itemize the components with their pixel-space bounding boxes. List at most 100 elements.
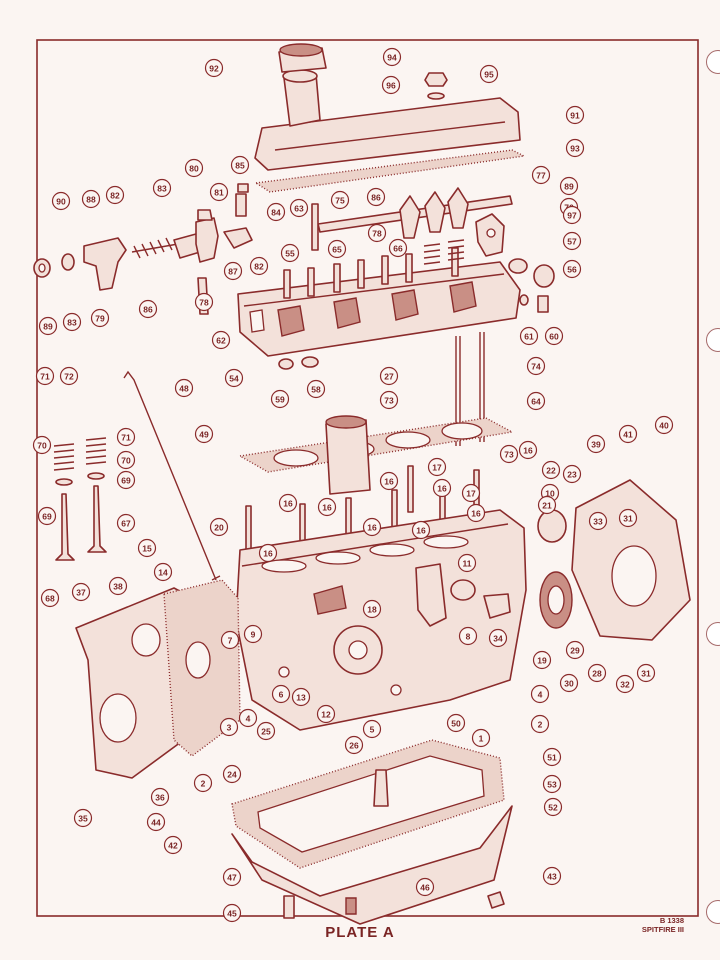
rocker-cover bbox=[254, 43, 521, 171]
part-callout: 14 bbox=[153, 562, 173, 582]
part-callout: 24 bbox=[222, 764, 242, 784]
callout-number: 83 bbox=[67, 318, 77, 328]
part-callout: 70 bbox=[32, 435, 52, 455]
part-callout: 27 bbox=[379, 366, 399, 386]
callout-number: 37 bbox=[76, 588, 86, 598]
callout-circle bbox=[317, 497, 337, 517]
part-callout: 43 bbox=[542, 866, 562, 886]
callout-number: 57 bbox=[567, 237, 577, 247]
rear-plate bbox=[537, 479, 691, 641]
callout-number: 66 bbox=[393, 244, 403, 254]
callout-number: 16 bbox=[283, 499, 293, 509]
callout-number: 61 bbox=[524, 332, 534, 342]
callout-circle bbox=[618, 424, 638, 444]
callout-number: 64 bbox=[531, 397, 541, 407]
part-callout: 38 bbox=[108, 576, 128, 596]
part-callout: 53 bbox=[542, 774, 562, 794]
callout-circle bbox=[362, 719, 382, 739]
callout-circle bbox=[559, 673, 579, 693]
part-callout: 16 bbox=[432, 478, 452, 498]
part-callout: 52 bbox=[543, 797, 563, 817]
callout-circle bbox=[116, 513, 136, 533]
callout-circle bbox=[146, 812, 166, 832]
callout-circle bbox=[382, 47, 402, 67]
callout-circle bbox=[499, 444, 519, 464]
part-callout: 49 bbox=[194, 424, 214, 444]
callout-circle bbox=[116, 470, 136, 490]
callout-circle bbox=[150, 787, 170, 807]
part-callout: 13 bbox=[291, 687, 311, 707]
part-callout: 35 bbox=[73, 808, 93, 828]
callout-circle bbox=[562, 259, 582, 279]
callout-circle bbox=[153, 562, 173, 582]
part-callout: 12 bbox=[316, 704, 336, 724]
callout-circle bbox=[562, 205, 582, 225]
part-callout: 48 bbox=[174, 378, 194, 398]
callout-circle bbox=[184, 158, 204, 178]
part-callout: 68 bbox=[40, 588, 60, 608]
callout-number: 59 bbox=[275, 395, 285, 405]
callout-number: 15 bbox=[142, 544, 152, 554]
callout-circle bbox=[62, 312, 82, 332]
part-callout: 25 bbox=[256, 721, 276, 741]
part-callout: 92 bbox=[204, 58, 224, 78]
callout-circle bbox=[530, 714, 550, 734]
part-callout: 89 bbox=[559, 176, 579, 196]
rocker-shaft-assembly bbox=[311, 187, 513, 257]
callout-circle bbox=[230, 155, 250, 175]
part-callout: 4 bbox=[238, 708, 258, 728]
callout-number: 17 bbox=[466, 489, 476, 499]
callout-circle bbox=[379, 390, 399, 410]
callout-number: 28 bbox=[592, 669, 602, 679]
callout-circle bbox=[137, 538, 157, 558]
part-callout: 8 bbox=[458, 626, 478, 646]
callout-number: 12 bbox=[321, 710, 331, 720]
part-callout: 16 bbox=[466, 503, 486, 523]
head-small-parts bbox=[278, 258, 555, 370]
callout-circle bbox=[526, 391, 546, 411]
callout-number: 62 bbox=[216, 336, 226, 346]
callout-circle bbox=[222, 764, 242, 784]
part-callout: 45 bbox=[222, 903, 242, 923]
callout-number: 87 bbox=[228, 267, 238, 277]
callout-number: 16 bbox=[263, 549, 273, 559]
callout-number: 90 bbox=[56, 197, 66, 207]
part-callout: 87 bbox=[223, 261, 243, 281]
front-plate bbox=[75, 579, 241, 779]
callout-number: 63 bbox=[294, 204, 304, 214]
part-callout: 20 bbox=[209, 517, 229, 537]
part-callout: 91 bbox=[565, 105, 585, 125]
part-callout: 55 bbox=[280, 243, 300, 263]
callout-circle bbox=[559, 176, 579, 196]
part-callout: 83 bbox=[152, 178, 172, 198]
part-callout: 54 bbox=[224, 368, 244, 388]
callout-circle bbox=[530, 684, 550, 704]
part-callout: 26 bbox=[344, 735, 364, 755]
callout-number: 16 bbox=[322, 503, 332, 513]
callout-number: 32 bbox=[620, 680, 630, 690]
callout-number: 91 bbox=[570, 111, 580, 121]
part-callout: 74 bbox=[526, 356, 546, 376]
callout-number: 97 bbox=[567, 211, 577, 221]
callout-circle bbox=[636, 663, 656, 683]
part-callout: 93 bbox=[565, 138, 585, 158]
part-callout: 4 bbox=[530, 684, 550, 704]
callout-number: 21 bbox=[542, 501, 552, 511]
callout-circle bbox=[222, 867, 242, 887]
callout-circle bbox=[344, 735, 364, 755]
part-callout: 71 bbox=[35, 366, 55, 386]
part-callout: 2 bbox=[193, 773, 213, 793]
callout-circle bbox=[163, 835, 183, 855]
rocker-cover-gasket bbox=[254, 149, 527, 193]
part-callout: 32 bbox=[615, 674, 635, 694]
callout-circle bbox=[479, 64, 499, 84]
callout-circle bbox=[194, 292, 214, 312]
callout-circle bbox=[457, 553, 477, 573]
callout-circle bbox=[388, 238, 408, 258]
callout-circle bbox=[330, 190, 350, 210]
callout-circle bbox=[379, 366, 399, 386]
part-callout: 50 bbox=[446, 713, 466, 733]
sump-bolts bbox=[283, 769, 505, 919]
callout-number: 40 bbox=[659, 421, 669, 431]
callout-circle bbox=[588, 511, 608, 531]
